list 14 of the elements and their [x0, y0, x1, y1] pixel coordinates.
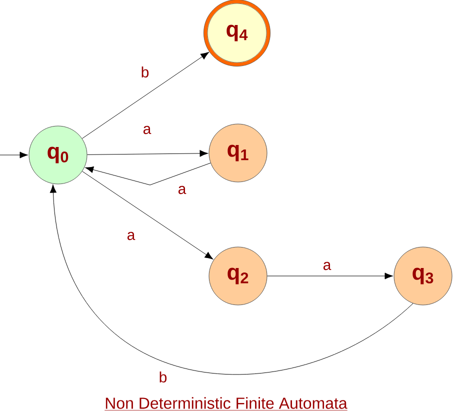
caption-text: Non Deterministic Finite Automata [104, 397, 348, 410]
edge-label: a [178, 186, 186, 194]
edge-label: a [323, 262, 332, 270]
edge-label: b [142, 66, 149, 78]
transition-arrow [0, 152, 28, 158]
edge-label: b [160, 371, 167, 382]
transition-arrow [267, 272, 393, 280]
edge-label: a [143, 126, 152, 134]
transition-arrow [87, 150, 208, 157]
transition-arrow [82, 171, 214, 260]
transition-arrow [85, 162, 211, 186]
transition-arrow [50, 184, 414, 375]
transition-arrow [82, 52, 209, 139]
edge-label: a [127, 232, 136, 240]
